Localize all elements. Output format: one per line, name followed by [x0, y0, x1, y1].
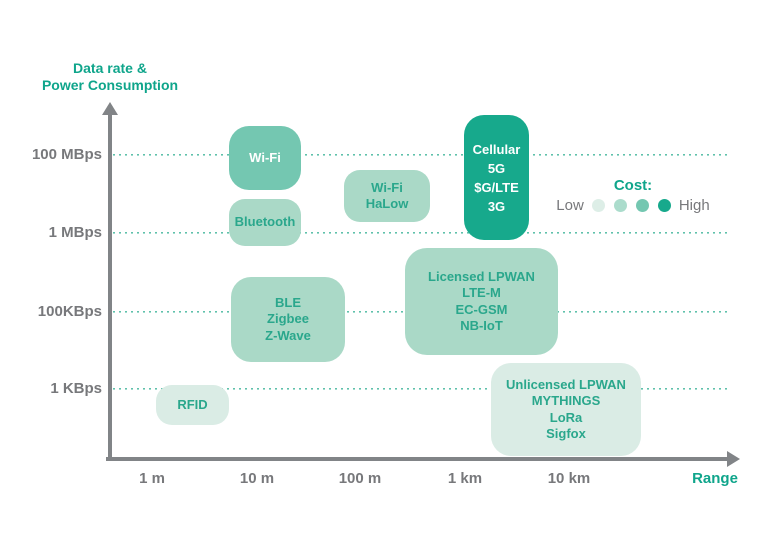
y-tick-label: 100 MBps — [31, 146, 102, 163]
gridline-100-mbps — [113, 154, 731, 156]
cost-legend-scale: Low High — [553, 197, 713, 214]
tech-box-label: Wi-Fi — [249, 149, 281, 165]
tech-box-wifi: Wi-Fi — [229, 126, 301, 190]
tech-box-label: LoRa — [549, 409, 583, 425]
tech-box-cellular: Cellular 5G $G/LTE 3G — [464, 115, 529, 240]
tech-box-label: Cellular — [472, 141, 521, 157]
y-axis-title-line2: Power Consumption — [41, 77, 179, 93]
cost-high-label: High — [678, 197, 710, 214]
tech-box-label: 3G — [487, 198, 506, 214]
cost-dot-level-3 — [635, 199, 649, 212]
x-tick-label: 1 km — [447, 470, 483, 487]
tech-box-label: Licensed LPWAN — [428, 268, 535, 284]
x-tick-label: 100 m — [338, 470, 382, 487]
tech-box-label: Wi-Fi — [371, 179, 403, 195]
tech-box-label: Bluetooth — [234, 214, 296, 230]
y-tick-label: 1 KBps — [50, 380, 102, 397]
tech-box-bluetooth: Bluetooth — [229, 199, 301, 246]
tech-box-rfid: RFID — [156, 385, 229, 425]
tech-box-label: LTE-M — [462, 285, 501, 300]
tech-box-label: Sigfox — [546, 426, 586, 441]
x-axis-arrow-icon — [727, 451, 740, 467]
cost-dot-level-2 — [613, 199, 627, 212]
tech-box-label: NB-IoT — [460, 318, 503, 333]
x-axis-line — [106, 457, 729, 461]
gridline-1-kbps — [113, 388, 731, 390]
y-tick-label: 1 MBps — [48, 224, 102, 241]
tech-box-label: RFID — [177, 396, 208, 412]
tech-box-label: HaLow — [365, 196, 409, 211]
tech-box-label: Z-Wave — [265, 327, 311, 343]
tech-box-label: Unlicensed LPWAN — [506, 376, 626, 392]
y-tick-label: 100KBps — [37, 303, 102, 320]
cost-dot-level-1 — [591, 199, 605, 212]
cost-legend-title: Cost: — [613, 177, 653, 194]
cost-low-label: Low — [556, 197, 584, 214]
y-axis-arrow-icon — [102, 102, 118, 115]
cost-legend: Cost: Low High — [553, 177, 713, 214]
tech-box-label: BLE — [275, 294, 301, 310]
y-axis-line — [108, 112, 112, 461]
tech-box-label: EC-GSM — [455, 301, 508, 317]
tech-box-label: 5G — [487, 160, 506, 176]
y-axis-title: Data rate & Power Consumption — [28, 60, 192, 94]
x-tick-label: 10 km — [547, 470, 591, 487]
cost-dots — [591, 199, 671, 212]
cost-dot-level-4 — [657, 199, 671, 212]
tech-box-label: MYTHINGS — [531, 393, 601, 408]
x-tick-label: 10 m — [239, 470, 275, 487]
x-tick-label: 1 m — [139, 470, 165, 487]
tech-box-label: Zigbee — [267, 311, 309, 327]
gridline-1-mbps — [113, 232, 731, 234]
x-axis-title: Range — [692, 470, 738, 487]
tech-box-label: $G/LTE — [474, 179, 519, 195]
y-axis-title-line1: Data rate & — [73, 60, 147, 76]
